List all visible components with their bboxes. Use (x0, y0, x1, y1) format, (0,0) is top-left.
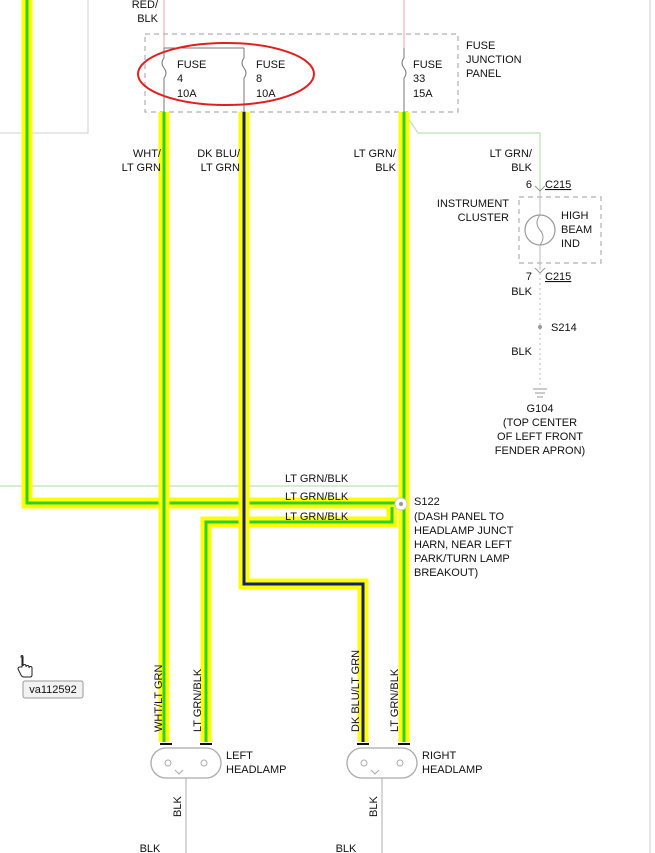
left-headlamp-connector (150, 743, 222, 779)
wire-label-dk-blu-lt-grn-line: LT GRN (201, 162, 240, 174)
right-headlamp-connector (346, 743, 418, 779)
splice-s214-label: S214 (551, 322, 577, 334)
top-wire-label-line: BLK (137, 13, 158, 25)
wire-lt-grn-blk-loop (25, 0, 400, 505)
splice-s122-description-line: (DASH PANEL TO (414, 511, 505, 523)
instrument-cluster-label-line: INSTRUMENT (437, 198, 509, 210)
left-headlamp-bottom: BLK (140, 843, 161, 853)
high-beam-ind-label: HIGH BEAM IND (561, 210, 592, 250)
top-wire-label: RED/BLK (132, 0, 159, 25)
fuse-junction-panel-title-line: JUNCTION (466, 54, 522, 66)
cluster-pin7: 7 (526, 271, 532, 283)
wire-label-wht-lt-grn: WHT/LT GRN (122, 148, 162, 174)
top-wire-label-line: RED/ (132, 0, 159, 11)
fuse-8-label: FUSE (256, 59, 285, 71)
fuse-8-amp: 10A (256, 88, 276, 100)
right-headlamp-wire-b: LT GRN/BLK (389, 668, 401, 732)
fuse-4-amp: 10A (177, 88, 197, 100)
splice-s214-wire: BLK (511, 346, 532, 358)
left-headlamp-ground-label: BLK (172, 796, 184, 817)
wire-label-dk-blu-lt-grn-line: DK BLU/ (197, 148, 241, 160)
wire-label-lt-grn-blk-line: BLK (375, 162, 396, 174)
wire-lt-grn-blk-loop-highlight (21, 0, 400, 509)
wire-label-dk-blu-lt-grn: DK BLU/LT GRN (197, 148, 241, 174)
wire-s122-left-headlamp (204, 507, 394, 742)
cluster-feed-label-line: LT GRN/ (490, 148, 533, 160)
splice-wire-label-1: LT GRN/BLK (285, 473, 349, 485)
splice-wire-label-3: LT GRN/BLK (285, 511, 349, 523)
cluster-blk-wire: BLK (511, 286, 532, 298)
left-headlamp-label-line: HEADLAMP (226, 764, 287, 776)
right-headlamp-bottom: BLK (336, 843, 357, 853)
fuse-4-label: FUSE (177, 59, 206, 71)
cluster-c215-bottom: C215 (545, 271, 571, 283)
right-headlamp-label: RIGHT HEADLAMP (422, 750, 483, 776)
splice-s122-description-line: PARK/TURN LAMP (414, 553, 510, 565)
ground-g104-description-line: (TOP CENTER (503, 417, 577, 429)
cluster-feed-label-line: BLK (511, 162, 532, 174)
instrument-cluster-box (518, 196, 602, 264)
bulb-filament-icon (536, 214, 544, 246)
fuse-junction-panel-title-line: FUSE (466, 40, 495, 52)
right-headlamp-label-line: HEADLAMP (422, 764, 483, 776)
wire-label-wht-lt-grn-line: WHT/ (133, 148, 162, 160)
splice-wire-label-2: LT GRN/BLK (285, 491, 349, 503)
splice-s122-description-line: HEADLAMP JUNCT (414, 525, 514, 537)
splice-s122-description: (DASH PANEL TO HEADLAMP JUNCT HARN, NEAR L… (414, 511, 514, 579)
fuse-33-label: FUSE (413, 59, 442, 71)
wire-label-lt-grn-blk: LT GRN/BLK (354, 148, 397, 174)
fuse-8: FUSE 8 10A (164, 47, 285, 112)
cluster-pin6: 6 (526, 179, 532, 191)
wire-label-lt-grn-blk-line: LT GRN/ (354, 148, 397, 160)
fuse-4: FUSE 4 10A (161, 48, 206, 112)
splice-s122-description-line: BREAKOUT) (414, 567, 478, 579)
fuse-junction-panel-title: FUSE JUNCTION PANEL (466, 40, 522, 80)
left-headlamp-wire-a: WHT/LT GRN (153, 665, 165, 732)
left-headlamp-label-line: LEFT (226, 750, 253, 762)
fuse-33-amp: 15A (413, 88, 433, 100)
fuse-junction-panel-box (144, 33, 459, 113)
right-headlamp-wire-a: DK BLU/LT GRN (350, 650, 362, 732)
high-beam-ind-label-line: HIGH (561, 210, 589, 222)
right-headlamp-label-line: RIGHT (422, 750, 457, 762)
right-headlamp-ground-label: BLK (368, 796, 380, 817)
cluster-c215-top: C215 (545, 179, 571, 191)
fuse-8-number: 8 (256, 73, 262, 85)
splice-s122-description-line: HARN, NEAR LEFT (414, 539, 512, 551)
ground-g104-icon (533, 388, 547, 398)
high-beam-ind-label-line: IND (561, 238, 580, 250)
high-beam-ind-label-line: BEAM (561, 224, 592, 236)
fuse-33-number: 33 (413, 73, 425, 85)
fuse-junction-panel-title-line: PANEL (466, 68, 501, 80)
ground-g104-description-line: FENDER APRON) (495, 445, 585, 457)
ground-g104-label: G104 (527, 403, 554, 415)
splice-s122-center (399, 502, 403, 506)
left-panel-outline (0, 0, 89, 134)
ground-g104-description: (TOP CENTER OF LEFT FRONT FENDER APRON) (495, 417, 585, 457)
fuse-33: FUSE 33 15A (401, 48, 442, 112)
image-tag-box (22, 680, 84, 699)
fuse-4-number: 4 (177, 73, 183, 85)
instrument-cluster-label-line: CLUSTER (458, 212, 509, 224)
cluster-feed-label: LT GRN/BLK (490, 148, 533, 174)
wire-fuse8-highlight (238, 112, 369, 742)
image-tag: va112592 (29, 684, 77, 696)
instrument-cluster-label: INSTRUMENT CLUSTER (437, 198, 509, 224)
left-headlamp-wire-b: LT GRN/BLK (192, 668, 204, 732)
wire-fuse8 (242, 112, 365, 742)
annotation-circle (137, 42, 315, 106)
connector-c215-top-icon (534, 185, 546, 192)
splice-s214-dot (538, 325, 542, 329)
hand-cursor-icon (17, 654, 33, 678)
splice-s122-label: S122 (414, 496, 440, 508)
left-headlamp-label: LEFT HEADLAMP (226, 750, 287, 776)
wire-to-instrument-cluster (403, 111, 541, 190)
wire-label-wht-lt-grn-line: LT GRN (122, 162, 161, 174)
ground-g104-description-line: OF LEFT FRONT (497, 431, 583, 443)
